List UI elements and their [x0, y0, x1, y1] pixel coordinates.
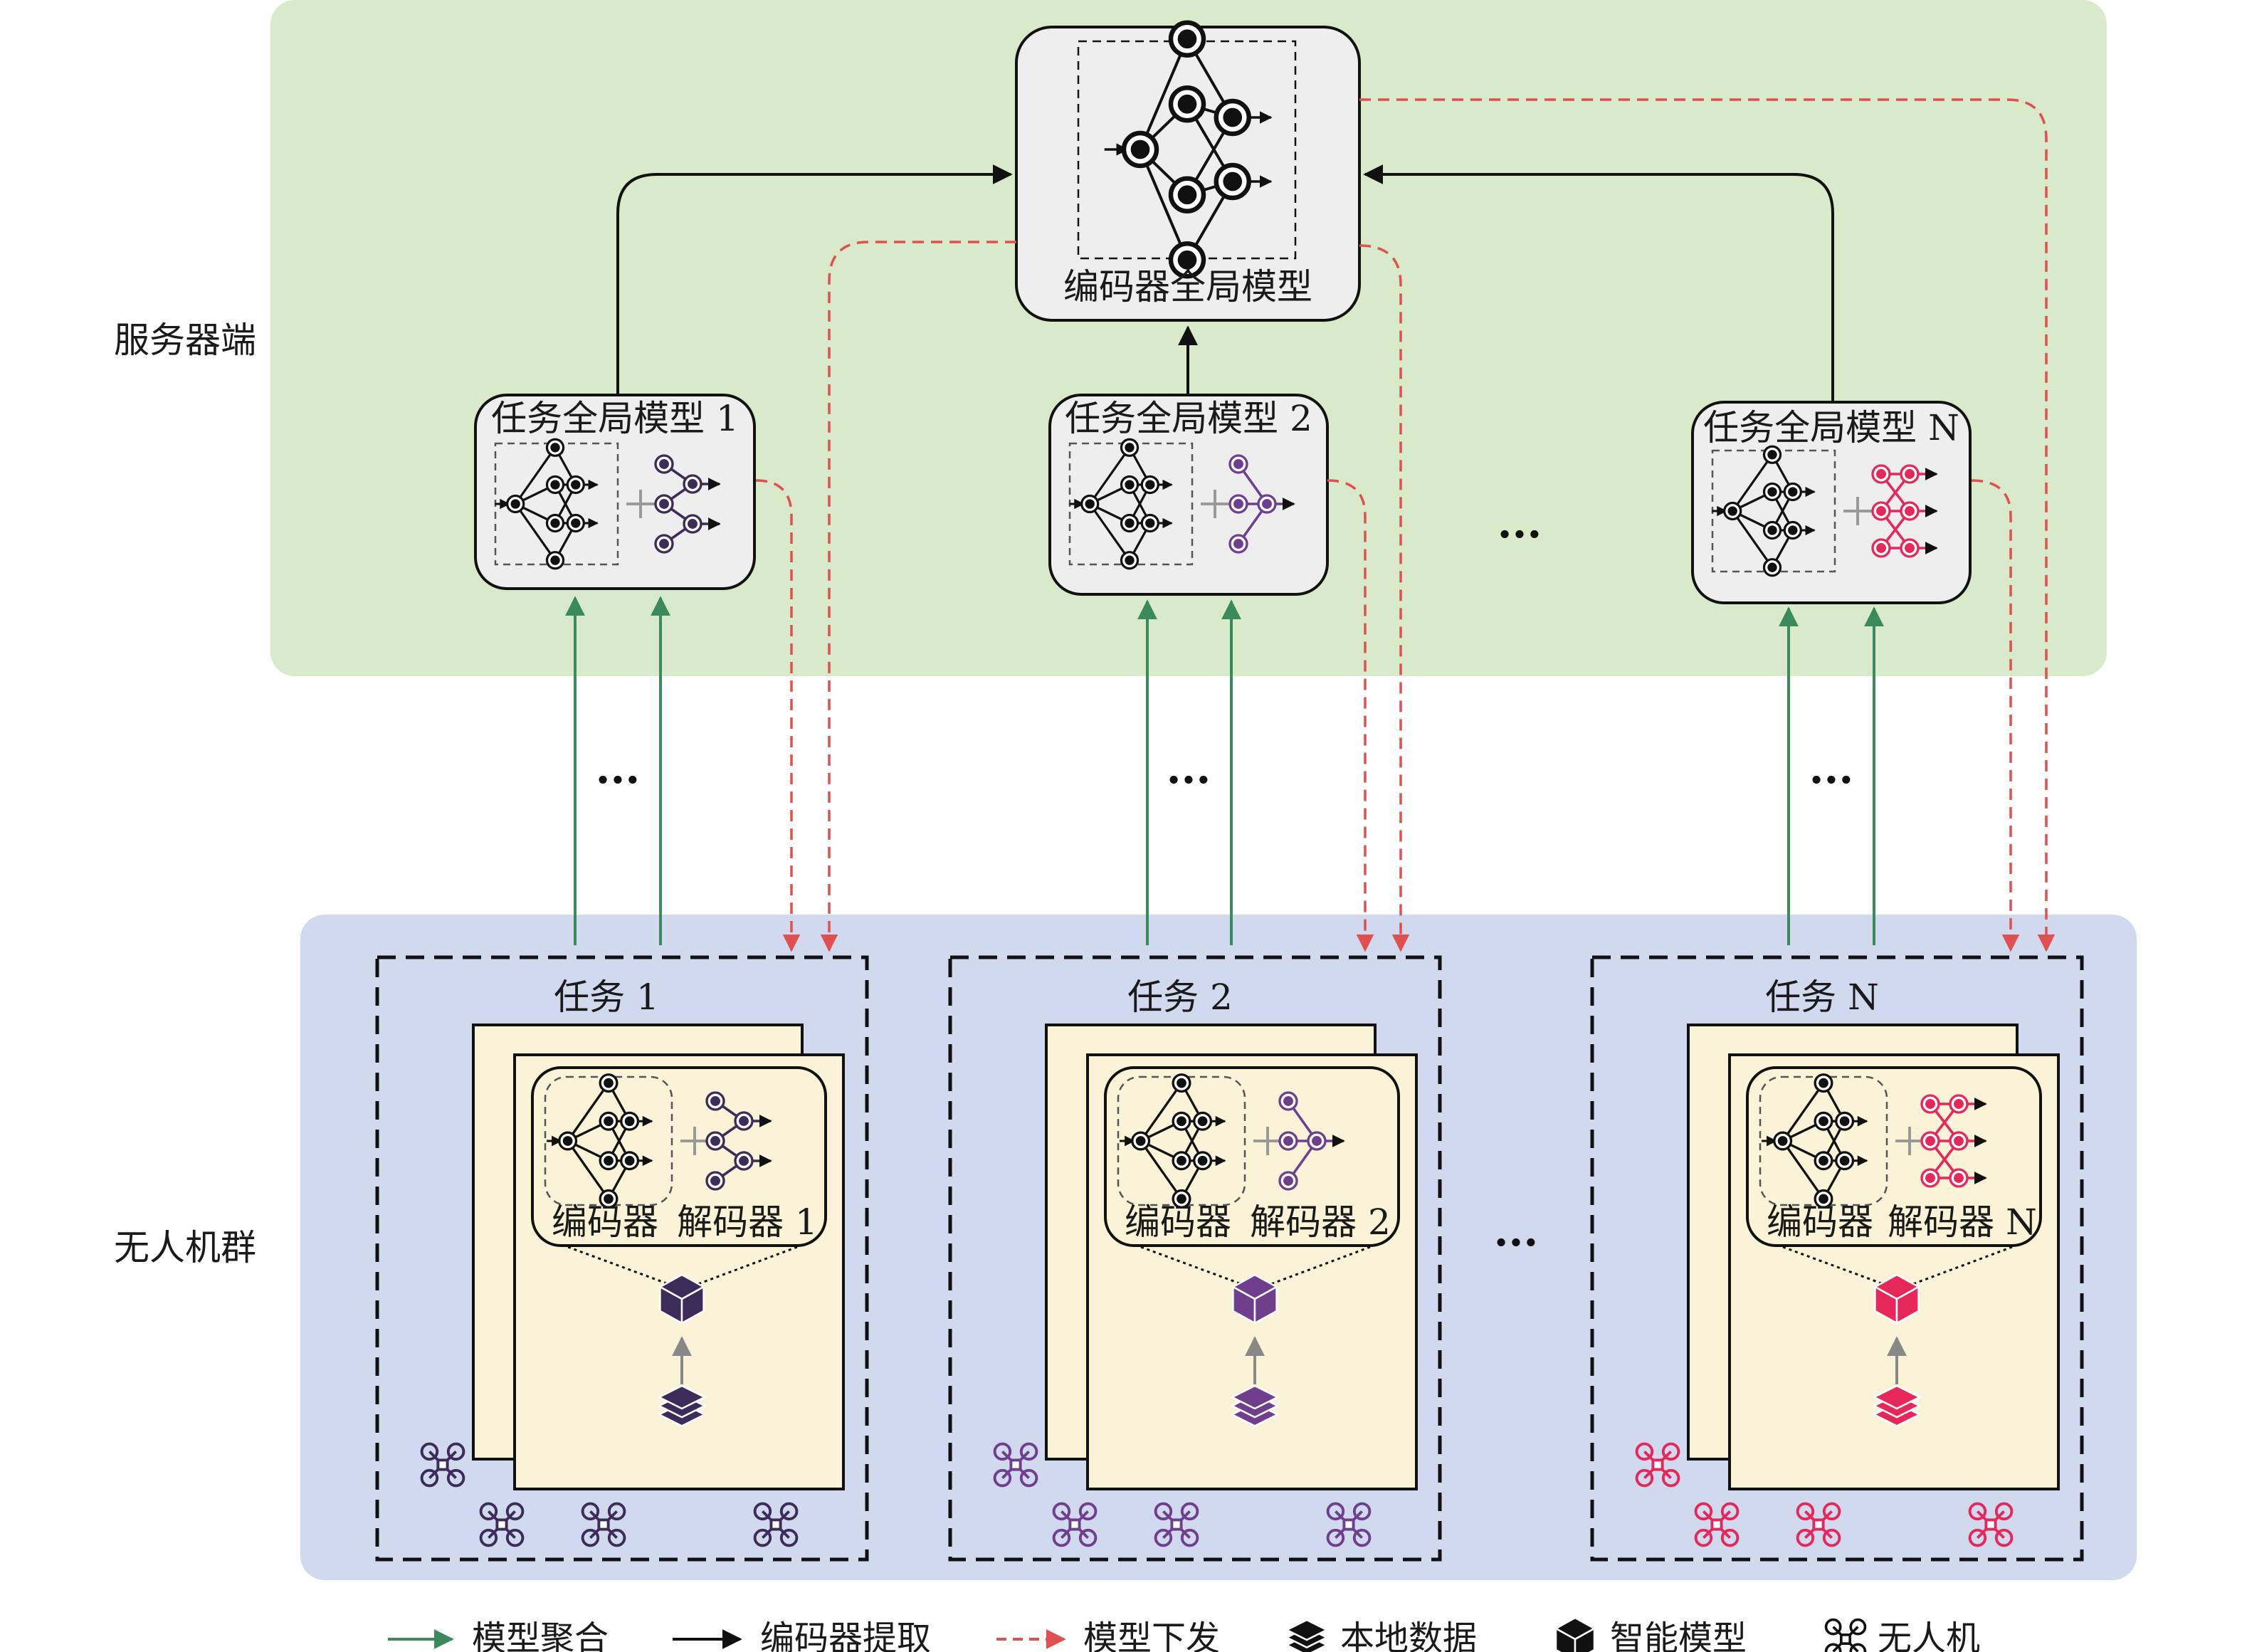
decoder-network-icon: [1228, 454, 1295, 554]
task-title-n: 任务 N: [1765, 977, 1879, 1018]
extract-arrow-n: [1363, 164, 1834, 402]
drone-icon: [581, 1502, 626, 1547]
legend-local-data-label: 本地数据: [1340, 1619, 1477, 1652]
cube-icon: [1874, 1273, 1920, 1325]
drone-icon: [1796, 1502, 1841, 1547]
drone-icon: [1326, 1502, 1372, 1547]
legend-smart-model-label: 智能模型: [1610, 1619, 1747, 1652]
drone-icon: [1968, 1502, 2014, 1547]
cube-icon: [659, 1273, 705, 1325]
encoder-network-icon: [495, 438, 599, 570]
task-global-model-2: 任务全局模型 2: [1048, 394, 1329, 596]
legend-distribute-label: 模型下发: [1083, 1619, 1220, 1652]
task-global-label-2: 任务全局模型 2: [1065, 398, 1312, 439]
drone-icon: [1694, 1502, 1740, 1547]
cube-icon: [1554, 1616, 1596, 1652]
plus-icon: [1895, 1127, 1924, 1155]
mid-ellipsis-n: ...: [1809, 744, 1854, 794]
encoder-label-2: 编码器: [1125, 1201, 1231, 1243]
swarm-side-label: 无人机群: [114, 1227, 256, 1268]
layers-icon: [1231, 1384, 1279, 1427]
layers-icon: [1285, 1619, 1328, 1652]
extract-arrow-1: [616, 164, 1013, 395]
encoder-network-icon: [1120, 1073, 1226, 1209]
encoder-global-model: 编码器全局模型: [1015, 20, 1361, 322]
decoder-network-icon: [1278, 1091, 1345, 1191]
task-group-2: 任务 2: [948, 955, 1442, 1562]
task-card-n: 编码器解码器 N: [1635, 1024, 2060, 1547]
encoder-network-icon: [547, 1073, 653, 1209]
distribute-arrows: [755, 98, 2056, 952]
cube-icon: [1232, 1273, 1278, 1325]
decoder-network-icon: [1920, 1094, 1987, 1188]
encoder-network-icon: [1104, 20, 1273, 279]
layers-icon: [1285, 1619, 1328, 1652]
legend-extract-label: 编码器提取: [760, 1619, 931, 1652]
task-global-label-1: 任务全局模型 1: [491, 398, 739, 439]
task-title-1: 任务 1: [554, 977, 659, 1018]
decoder-label-1: 解码器 1: [677, 1201, 818, 1243]
task-group-n: 任务 N: [1590, 955, 2084, 1562]
drone-icon: [753, 1502, 799, 1547]
drone-icon: [1824, 1618, 1867, 1652]
task-global-model-n: 任务全局模型 N: [1691, 401, 1972, 604]
legend-drone-label: 无人机: [1878, 1619, 1980, 1652]
encoder-global-label: 编码器全局模型: [1063, 266, 1312, 307]
task-global-model-1: 任务全局模型 1: [474, 394, 756, 590]
decoder-network-icon: [1871, 464, 1938, 558]
task-group-1: 任务 1: [375, 955, 869, 1562]
plus-icon: [1201, 490, 1229, 518]
server-side-label: 服务器端: [114, 320, 256, 361]
decoder-label-n: 解码器 N: [1888, 1201, 2037, 1243]
encoder-label-n: 编码器: [1767, 1201, 1873, 1243]
plus-icon: [680, 1127, 709, 1155]
decoder-label-2: 解码器 2: [1250, 1201, 1391, 1243]
decoder-network-icon: [654, 454, 721, 554]
plus-icon: [626, 490, 655, 518]
decoder-network-icon: [705, 1091, 772, 1191]
plus-icon: [1843, 497, 1872, 525]
legend-aggregate-label: 模型聚合: [472, 1619, 609, 1652]
aggregate-arrows: [565, 596, 1884, 945]
encoder-network-icon: [1712, 445, 1816, 577]
mid-ellipsis-2: ...: [1167, 744, 1211, 794]
encoder-label-1: 编码器: [552, 1201, 658, 1243]
task-card-2: 编码器解码器 2: [993, 1024, 1418, 1547]
encoder-network-icon: [1069, 438, 1173, 570]
drone-icon: [993, 1442, 1038, 1488]
layers-icon: [1873, 1384, 1921, 1427]
drone-icon: [1635, 1442, 1680, 1488]
mid-ellipsis-1: ...: [596, 744, 641, 794]
swarm-ellipsis: ...: [1494, 1206, 1539, 1256]
layers-icon: [658, 1384, 706, 1427]
drone-icon: [479, 1502, 525, 1547]
encoder-network-icon: [1762, 1073, 1868, 1209]
drone-icon: [420, 1442, 465, 1488]
task-title-2: 任务 2: [1127, 977, 1233, 1018]
task-card-1: 编码器解码器 1: [420, 1024, 845, 1547]
server-ellipsis: ...: [1498, 498, 1542, 548]
legend: 模型聚合 编码器提取 模型下发 本地数据 智能模型 无人机: [388, 1616, 1980, 1652]
plus-icon: [1253, 1127, 1282, 1155]
drone-icon: [1052, 1502, 1098, 1547]
cube-icon: [1554, 1616, 1596, 1652]
drone-icon: [1824, 1618, 1867, 1652]
task-global-label-n: 任务全局模型 N: [1703, 407, 1959, 448]
drone-icon: [1154, 1502, 1199, 1547]
